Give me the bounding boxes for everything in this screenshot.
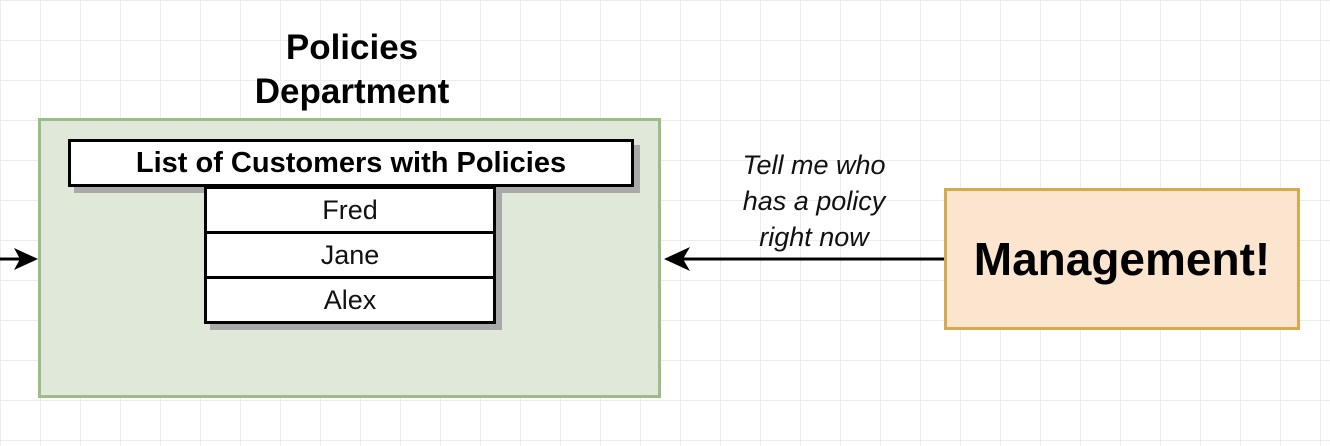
incoming-left-arrow[interactable] [0, 248, 38, 270]
customer-list: Fred Jane Alex [204, 186, 496, 324]
management-to-department-arrow[interactable] [664, 247, 944, 271]
management-box[interactable]: Management! [944, 188, 1300, 330]
department-title: Policies Department [254, 28, 450, 111]
list-item[interactable]: Alex [204, 276, 496, 324]
list-item[interactable]: Jane [204, 231, 496, 279]
customer-list-header[interactable]: List of Customers with Policies [68, 139, 634, 187]
request-label: Tell me who has a policy right now [742, 150, 886, 252]
